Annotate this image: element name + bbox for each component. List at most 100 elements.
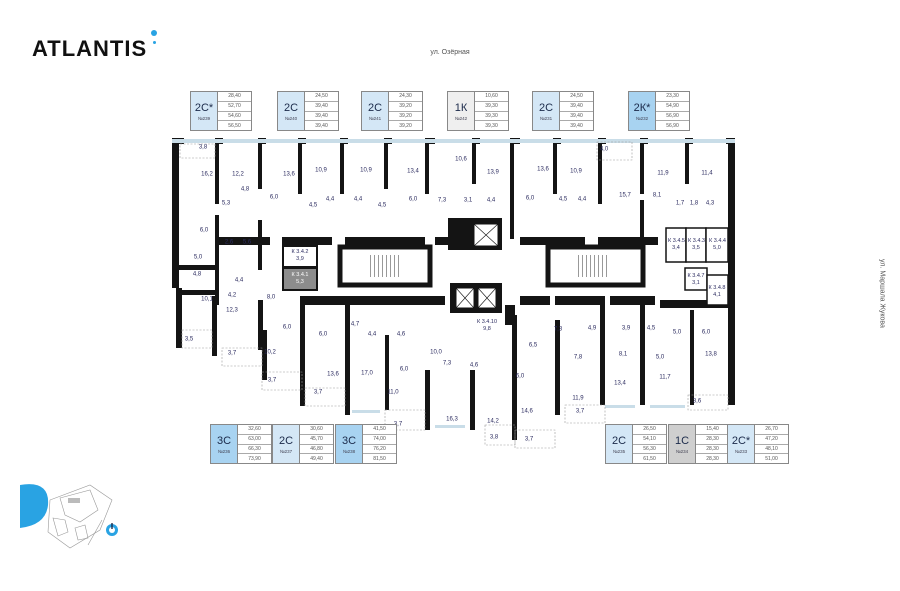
storage-room <box>705 227 729 263</box>
stair-step <box>586 255 587 277</box>
storage-area: 3,5 <box>692 245 700 251</box>
stair-step <box>374 255 375 277</box>
wall <box>520 237 585 245</box>
area-value: 24,30 <box>389 92 422 102</box>
room-area-label: 4,6 <box>469 362 479 369</box>
window-strip <box>605 405 635 408</box>
current-building-marker <box>68 498 80 503</box>
wall <box>510 144 514 239</box>
room-area-label: 4,8 <box>240 186 250 193</box>
compass-center <box>109 527 115 533</box>
room-area-label: 3,9 <box>621 325 631 332</box>
balcony <box>596 141 633 161</box>
site-outline <box>47 484 113 549</box>
window-strip <box>352 410 380 413</box>
area-value: 54,60 <box>218 112 251 122</box>
balcony <box>261 371 303 391</box>
apartment-number: №234 <box>675 448 689 454</box>
area-value: 15,40 <box>696 425 729 435</box>
wall <box>282 237 332 245</box>
apartment-number: №242 <box>454 115 468 121</box>
room-area-label: 6,0 <box>282 324 292 331</box>
storage-area: 3,4 <box>672 245 680 251</box>
wall <box>600 305 605 405</box>
stair-step <box>582 255 583 277</box>
wall <box>690 310 694 405</box>
area-value: 48,10 <box>755 445 788 455</box>
wall <box>212 296 217 356</box>
area-value: 26,50 <box>633 425 666 435</box>
room-area-label: 1,7 <box>675 200 685 207</box>
street-label-top: ул. Озёрная <box>430 49 470 56</box>
stair-step <box>386 255 387 277</box>
balcony <box>687 394 729 411</box>
area-value: 41,50 <box>363 425 396 435</box>
storage-area: 5,3 <box>296 279 304 285</box>
room-area-label: 4,5 <box>558 196 568 203</box>
apartment-type: 2К* <box>633 101 651 114</box>
area-value: 74,00 <box>363 435 396 445</box>
area-value: 63,00 <box>238 435 271 445</box>
room-area-label: 4,4 <box>486 197 496 204</box>
room-area-label: 7,3 <box>437 197 447 204</box>
room-area-label: 5,0 <box>672 329 682 336</box>
stairwell <box>337 244 433 288</box>
room-area-label: 4,2 <box>227 292 237 299</box>
wall <box>685 144 689 184</box>
wall <box>345 237 425 245</box>
building-outline <box>52 517 69 537</box>
room-area-label: 10,2 <box>264 349 276 356</box>
wall <box>555 296 605 305</box>
room-area-label: 5,0 <box>655 354 665 361</box>
room-area-label: 7,8 <box>573 354 583 361</box>
wall <box>425 370 430 430</box>
room-area-label: 3,7 <box>227 350 237 357</box>
room-area-label: 4,7 <box>350 321 360 328</box>
stair-step <box>590 255 591 277</box>
storage-area: 3,9 <box>296 256 304 262</box>
room-area-label: 11,9 <box>657 170 669 177</box>
storage-room <box>706 274 729 306</box>
area-value: 39,20 <box>399 122 412 129</box>
area-value: 39,20 <box>389 102 422 112</box>
room-area-label: 11,7 <box>659 374 671 381</box>
stair-step <box>606 255 607 277</box>
apartment-type-box: 2С*№239 <box>191 92 218 130</box>
room-area-label: 13,4 <box>614 380 626 387</box>
room-area-label: 6,5 <box>528 342 538 349</box>
area-value: 73,90 <box>248 455 261 462</box>
brand-logo: ATLANTIS <box>32 30 158 62</box>
wall-right <box>728 138 735 310</box>
wall-left-lower <box>176 288 182 348</box>
area-value: 39,40 <box>305 102 338 112</box>
balcony <box>179 143 216 159</box>
wall <box>505 305 515 325</box>
room-area-label: 8,1 <box>652 192 662 199</box>
area-value: 28,30 <box>696 445 729 455</box>
storage-area: 5,0 <box>713 245 721 251</box>
